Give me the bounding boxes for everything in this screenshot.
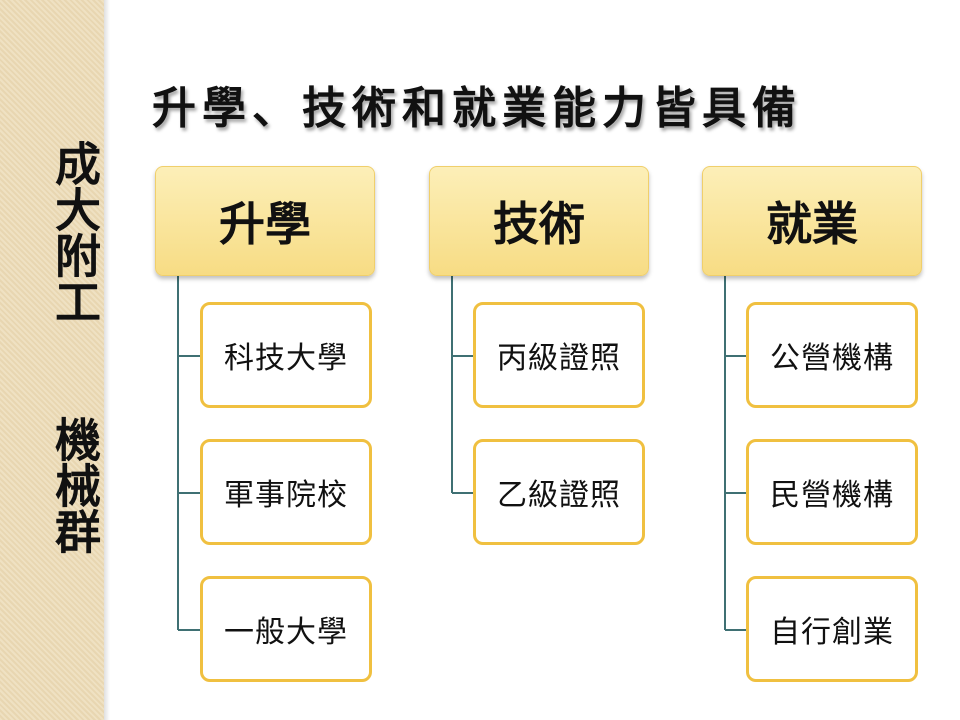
item-further-study-3: 一般大學: [200, 576, 372, 682]
item-employment-1: 公營機構: [746, 302, 918, 408]
sidebar-school-name: 成大附工: [48, 140, 102, 324]
item-employment-2: 民營機構: [746, 439, 918, 545]
connector-group-3: [724, 276, 746, 631]
sidebar-shadow: [104, 0, 110, 720]
sidebar-panel: [0, 0, 104, 720]
item-further-study-2: 軍事院校: [200, 439, 372, 545]
heading-employment: 就業: [702, 166, 922, 276]
item-employment-3: 自行創業: [746, 576, 918, 682]
sidebar-department-name: 機械群: [48, 416, 102, 554]
heading-further-study: 升學: [155, 166, 375, 276]
heading-technical-skills: 技術: [429, 166, 649, 276]
item-technical-skills-1: 丙級證照: [473, 302, 645, 408]
connector-group-2: [451, 276, 473, 494]
slide-title: 升學、技術和就業能力皆具備: [152, 83, 802, 134]
item-technical-skills-2: 乙級證照: [473, 439, 645, 545]
connector-group-1: [177, 276, 200, 631]
item-further-study-1: 科技大學: [200, 302, 372, 408]
